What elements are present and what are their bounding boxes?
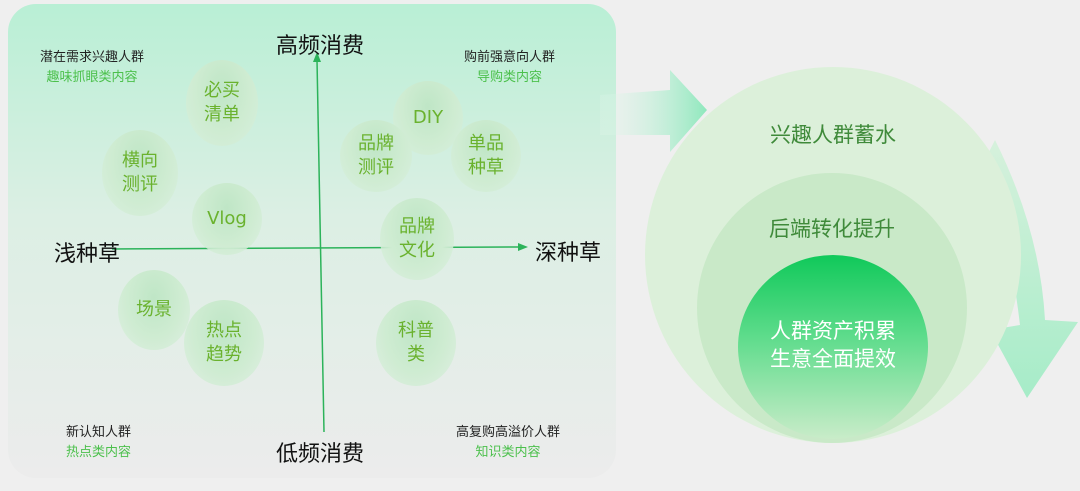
horizontal-axis xyxy=(111,246,521,250)
bubble-diy: DIY xyxy=(393,81,463,155)
flow-arrow-in xyxy=(600,70,707,152)
inner-circle: 人群资产积累 生意全面提效 xyxy=(738,255,928,439)
audience-label: 潜在需求兴趣人群 xyxy=(40,50,145,65)
vertical-axis xyxy=(316,59,325,433)
quadrant-top-left: 潜在需求兴趣人群趣味抓眼类内容 xyxy=(40,48,144,88)
content-label: 导购类内容 xyxy=(477,70,543,85)
inner-circle-line2: 生意全面提效 xyxy=(770,347,896,371)
bubble-comparison-review: 横向 测评 xyxy=(102,130,178,216)
bubble-hot-trend: 热点 趋势 xyxy=(184,300,264,386)
audience-label: 新认知人群 xyxy=(66,425,132,440)
bubble-brand-culture: 品牌 文化 xyxy=(380,198,454,280)
axis-label-bottom: 低频消费 xyxy=(276,442,365,467)
bubble-science: 科普 类 xyxy=(376,300,456,386)
audience-label: 高复购高溢价人群 xyxy=(456,425,561,440)
audience-label: 购前强意向人群 xyxy=(464,50,556,65)
quadrant-top-right: 购前强意向人群导购类内容 xyxy=(464,48,555,88)
axis-label-top: 高频消费 xyxy=(276,34,365,59)
middle-circle-label: 后端转化提升 xyxy=(769,217,895,241)
inner-circle-line1: 人群资产积累 xyxy=(770,319,896,343)
bubble-must-buy-list: 必买 清单 xyxy=(186,60,258,146)
bubble-scene: 场景 xyxy=(118,270,190,350)
bubble-single-product: 单品 种草 xyxy=(451,120,521,192)
bubble-brand-review: 品牌 测评 xyxy=(340,120,412,192)
content-label: 热点类内容 xyxy=(66,445,132,460)
axis-label-left: 浅种草 xyxy=(54,242,121,267)
content-label: 趣味抓眼类内容 xyxy=(46,70,138,85)
bubble-vlog: Vlog xyxy=(192,183,262,255)
axis-label-right: 深种草 xyxy=(535,241,602,266)
quadrant-panel xyxy=(8,4,616,478)
quadrant-bottom-left: 新认知人群热点类内容 xyxy=(66,423,131,463)
outer-circle-label: 兴趣人群蓄水 xyxy=(770,123,896,147)
quadrant-bottom-right: 高复购高溢价人群知识类内容 xyxy=(456,423,560,463)
content-label: 知识类内容 xyxy=(475,445,541,460)
